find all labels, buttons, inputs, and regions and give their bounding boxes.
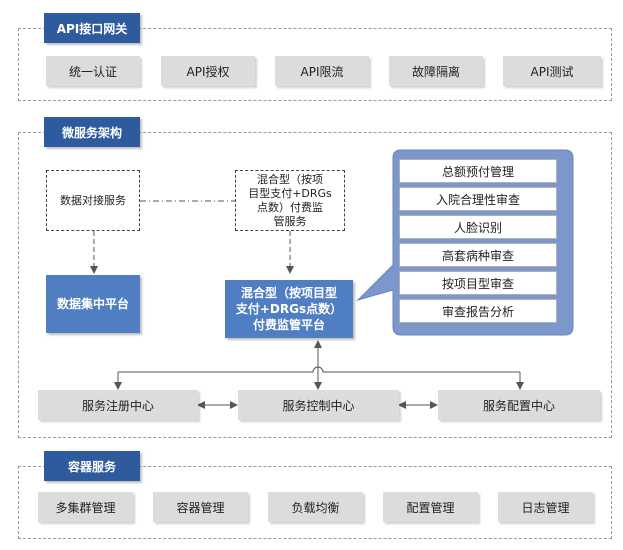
microservice-section bbox=[18, 132, 612, 438]
monitor-service-line-1: 混合型（按项 bbox=[257, 172, 323, 186]
service-control-box: 服务控制中心 bbox=[238, 390, 399, 420]
container-item-loadbalance: 负载均衡 bbox=[268, 492, 363, 522]
gateway-item-authorize: API授权 bbox=[161, 56, 255, 86]
monitor-platform-line-1: 混合型（按项目型 bbox=[240, 286, 337, 300]
container-item-logs: 日志管理 bbox=[498, 492, 593, 522]
feature-face-recognition: 人脸识别 bbox=[399, 215, 557, 239]
service-config-box: 服务配置中心 bbox=[438, 390, 600, 420]
monitor-platform-box: 混合型（按项目型 支付+DRGs点数） 付费监管平台 bbox=[225, 280, 353, 338]
monitor-service-box: 混合型（按项 目型支付+DRGs 点数）付费监 管服务 bbox=[235, 170, 345, 231]
data-platform-box: 数据集中平台 bbox=[46, 275, 140, 333]
feature-admission-review: 入院合理性审查 bbox=[399, 187, 557, 211]
monitor-platform-line-2: 支付+DRGs点数） bbox=[235, 302, 343, 316]
data-service-label: 数据对接服务 bbox=[60, 193, 126, 207]
api-gateway-section bbox=[18, 28, 612, 101]
container-item-config: 配置管理 bbox=[383, 492, 478, 522]
feature-item-review: 按项目型审查 bbox=[399, 271, 557, 295]
monitor-service-line-4: 管服务 bbox=[273, 214, 307, 228]
microservice-title: 微服务架构 bbox=[44, 117, 140, 147]
feature-upcoding-review: 高套病种审查 bbox=[399, 243, 557, 267]
service-registry-box: 服务注册中心 bbox=[38, 390, 198, 420]
monitor-service-line-3: 点数）付费监 bbox=[257, 200, 323, 214]
gateway-item-auth: 统一认证 bbox=[46, 56, 140, 86]
api-gateway-title: API接口网关 bbox=[44, 13, 140, 43]
monitor-service-line-2: 目型支付+DRGs bbox=[248, 186, 332, 200]
gateway-item-ratelimit: API限流 bbox=[275, 56, 369, 86]
gateway-item-test: API测试 bbox=[503, 56, 601, 86]
data-service-box: 数据对接服务 bbox=[46, 170, 140, 231]
container-item-management: 容器管理 bbox=[153, 492, 248, 522]
monitor-platform-line-3: 付费监管平台 bbox=[252, 318, 325, 332]
container-item-multicluster: 多集群管理 bbox=[38, 492, 133, 522]
feature-report-analysis: 审查报告分析 bbox=[399, 299, 557, 323]
feature-total-prepay: 总额预付管理 bbox=[399, 159, 557, 183]
container-title: 容器服务 bbox=[44, 451, 140, 481]
container-section bbox=[18, 466, 612, 539]
bus-line bbox=[118, 366, 520, 373]
gateway-item-isolation: 故障隔离 bbox=[389, 56, 483, 86]
